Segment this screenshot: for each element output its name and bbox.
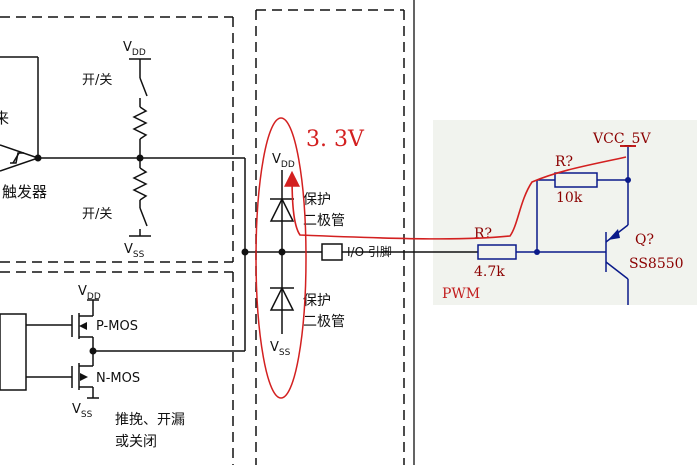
protection-diodes — [269, 170, 295, 334]
diode-label-top-2: 二极管 — [303, 213, 345, 229]
vcc-label: VCC_5V — [592, 131, 651, 147]
vss-label-diode: VSS — [270, 340, 291, 358]
trigger-input-wire — [38, 157, 246, 252]
junction-dot — [241, 248, 249, 256]
io-pin-box — [321, 243, 343, 261]
nmos-label: N-MOS — [96, 371, 140, 386]
junction-dot — [534, 249, 540, 255]
r-base-value: 4.7k — [474, 264, 505, 280]
nmos-arrow-icon — [80, 373, 88, 381]
pnp-emitter-arrow-icon — [608, 229, 620, 240]
r-pullup-value: 10k — [556, 190, 583, 206]
vdd-label-diode: VDD — [272, 152, 295, 170]
r-pullup-ref: R? — [555, 154, 573, 170]
vdd-label-top: VDD — [123, 40, 146, 58]
transistor-schematic — [477, 146, 629, 305]
diode-label-top-1: 保护 — [303, 192, 331, 208]
trigger-label: 触发器 — [2, 183, 47, 201]
transistor-ref: Q? — [635, 232, 654, 248]
transistor-part: SS8550 — [629, 256, 684, 272]
switch-label-top: 开/关 — [82, 73, 112, 88]
switch-label-bottom: 开/关 — [82, 207, 112, 222]
highlight-ellipse — [255, 117, 307, 399]
r-base-ref: R? — [474, 226, 492, 242]
mode-label-line2: 或关闭 — [115, 434, 157, 450]
trigger-partial-label: 来 — [0, 109, 9, 127]
junction-dot — [89, 347, 97, 355]
pwm-label: PWM — [442, 286, 480, 302]
pulldown-branch — [129, 158, 151, 237]
signal-path-arrow — [284, 156, 627, 240]
diode-label-bottom-1: 保护 — [303, 293, 331, 309]
vss-label-mos: VSS — [72, 402, 93, 420]
vss-label-left: VSS — [124, 242, 145, 260]
io-pin-label: I/O 引脚 — [347, 244, 392, 259]
diode-label-bottom-2: 二极管 — [303, 314, 345, 330]
junction-dot — [34, 154, 42, 162]
schmitt-trigger-symbol — [0, 56, 41, 172]
pmos-label: P-MOS — [96, 319, 138, 334]
pmos-arrow-icon — [79, 322, 87, 330]
junction-dot — [625, 177, 631, 183]
schematic-background — [433, 120, 697, 305]
mode-label-line1: 推挽、开漏 — [115, 412, 185, 428]
vdd-label-mos: VDD — [78, 284, 101, 302]
dashed-boundaries — [0, 9, 405, 465]
voltage-label: 3. 3V — [306, 127, 365, 152]
pullup-branch — [129, 58, 151, 158]
